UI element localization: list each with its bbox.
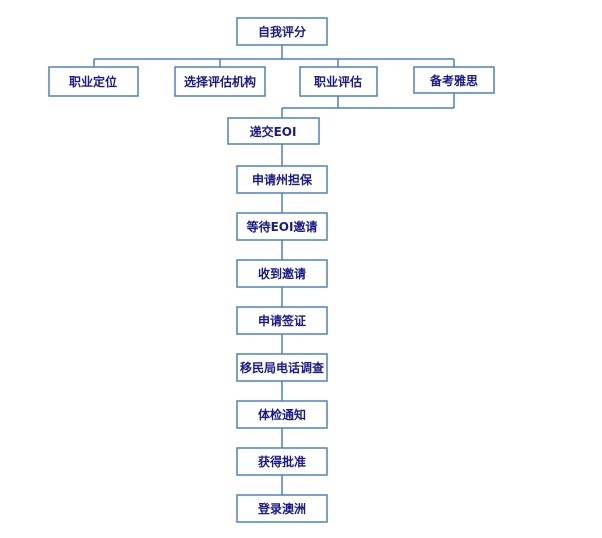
node-label: 选择评估机构	[184, 74, 256, 89]
node-skills-assessment: 职业评估	[299, 66, 378, 97]
node-label: 体检通知	[258, 407, 306, 422]
node-obtain-approval: 获得批准	[236, 447, 328, 476]
node-ielts-preparation: 备考雅思	[413, 66, 495, 94]
node-submit-eoi: 递交EOI	[227, 117, 320, 145]
node-apply-visa: 申请签证	[236, 306, 328, 335]
node-land-australia: 登录澳洲	[236, 494, 328, 523]
node-label: 职业评估	[314, 74, 362, 89]
node-label: 递交EOI	[250, 124, 297, 139]
node-label: 自我评分	[258, 24, 306, 39]
node-apply-state-sponsorship: 申请州担保	[236, 165, 328, 194]
node-label: 登录澳洲	[257, 501, 306, 516]
node-immigration-phone-survey: 移民局电话调查	[236, 353, 328, 382]
node-select-assessing-authority: 选择评估机构	[174, 66, 266, 97]
node-label: 备考雅思	[429, 73, 478, 88]
node-label: 等待EOI邀请	[246, 219, 318, 234]
node-occupation-selection: 职业定位	[48, 66, 139, 97]
node-label: 移民局电话调查	[240, 360, 325, 375]
node-label: 职业定位	[69, 74, 117, 89]
node-label: 申请州担保	[252, 172, 313, 187]
node-await-eoi-invitation: 等待EOI邀请	[236, 212, 328, 241]
node-self-assessment: 自我评分	[236, 17, 328, 46]
node-label: 收到邀请	[258, 266, 306, 281]
node-label: 申请签证	[258, 313, 306, 328]
flowchart-connectors	[93, 45, 455, 495]
node-medical-notice: 体检通知	[236, 400, 328, 429]
node-receive-invitation: 收到邀请	[236, 259, 328, 288]
node-label: 获得批准	[257, 454, 306, 469]
